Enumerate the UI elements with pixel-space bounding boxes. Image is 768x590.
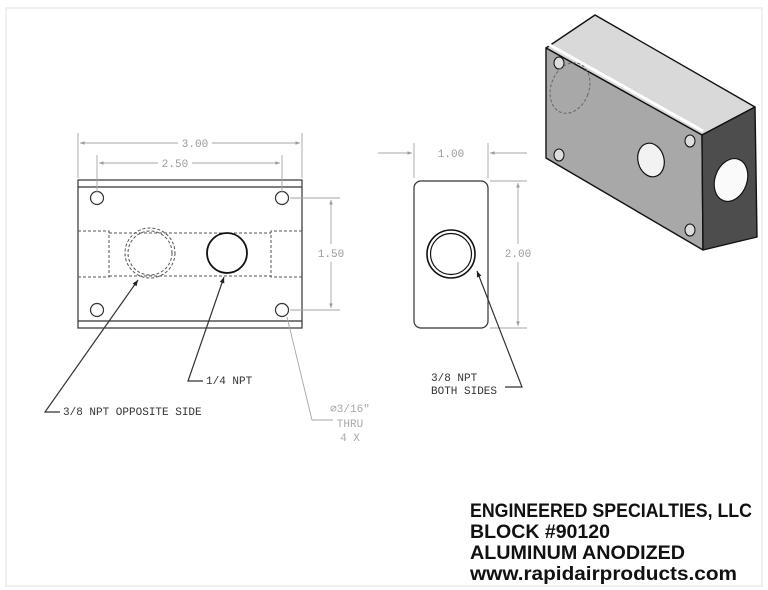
part-number: BLOCK #90120 — [470, 522, 610, 543]
company-name: ENGINEERED SPECIALTIES, LLC — [470, 501, 752, 522]
callout-3-8-npt: 3/8 NPT — [431, 373, 478, 385]
dim-hole-spacing-y: 1.50 — [318, 249, 344, 261]
callout-both-sides: BOTH SIDES — [431, 386, 497, 398]
callout-hole-diameter: ⌀3/16" — [330, 404, 370, 416]
callout-3-8-npt-opposite: 3/8 NPT OPPOSITE SIDE — [63, 407, 202, 419]
hidden-bore — [78, 227, 302, 279]
sheet-border — [5, 7, 763, 587]
title-block: ENGINEERED SPECIALTIES, LLC BLOCK #90120… — [469, 501, 752, 585]
dim-side-height: 2.00 — [505, 249, 531, 261]
quarter-npt-port — [206, 232, 248, 274]
callout-1-4-npt: 1/4 NPT — [206, 376, 253, 388]
callout-hole-thru: THRU — [337, 419, 363, 431]
isometric-view — [545, 14, 758, 251]
callout-hole-qty: 4 X — [340, 433, 360, 445]
front-view: 3.00 2.50 1.50 3/8 NPT OPPOSITE SIDE 1/4… — [43, 133, 370, 445]
mounting-holes — [89, 190, 290, 318]
dim-hole-spacing-x: 2.50 — [162, 159, 188, 171]
dim-side-width: 1.00 — [438, 149, 464, 161]
dim-overall-width: 3.00 — [182, 139, 208, 151]
material: ALUMINUM ANODIZED — [470, 543, 685, 564]
website: www.rapidairproducts.com — [469, 564, 737, 585]
side-view: 1.00 2.00 3/8 NPT BOTH SIDES — [378, 143, 531, 398]
